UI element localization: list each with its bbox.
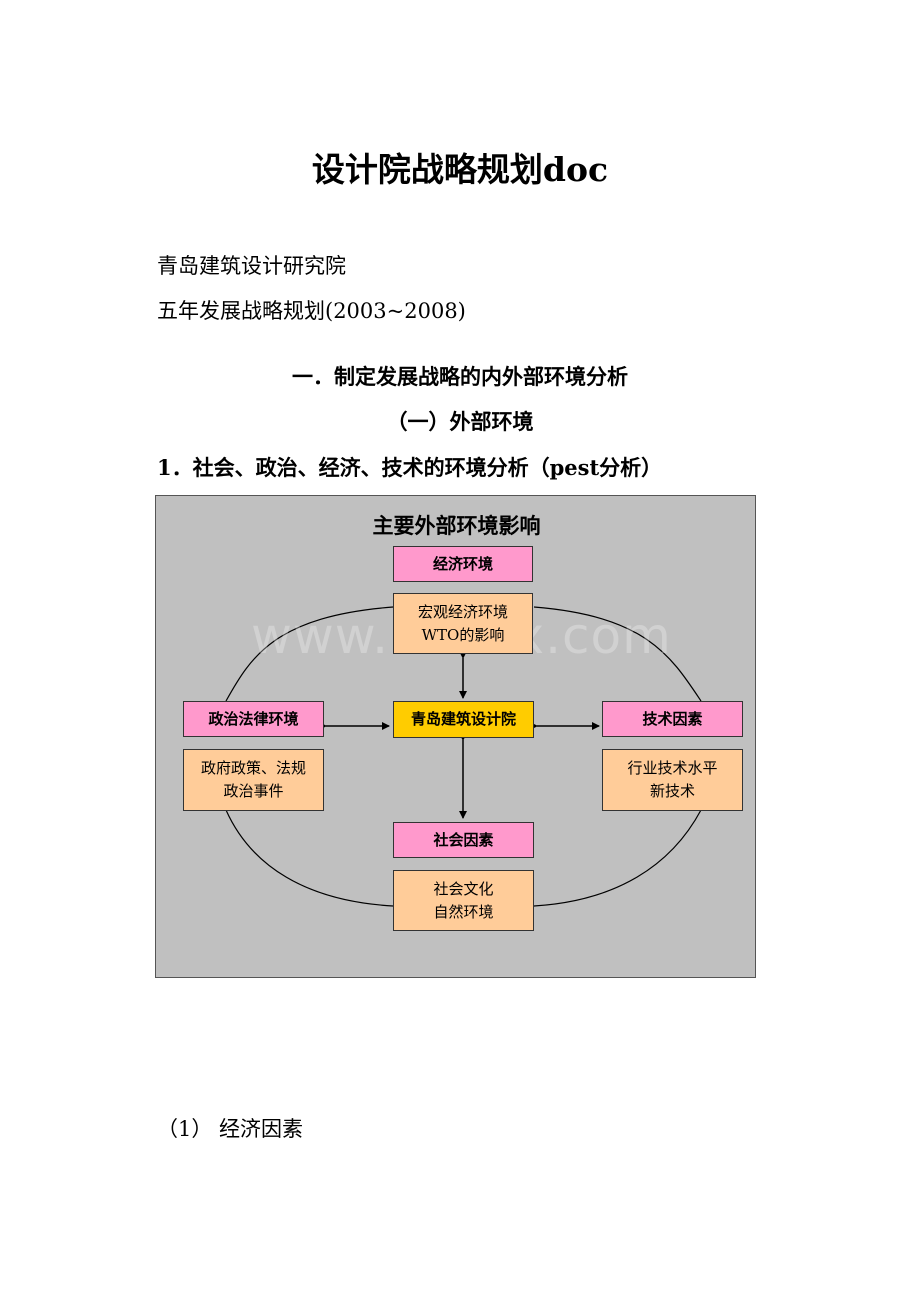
pest-heading: 1．社会、政治、经济、技术的环境分析（pest分析） bbox=[157, 455, 663, 480]
diagram-connectors bbox=[225, 606, 702, 907]
economy-box: 经济环境 bbox=[393, 546, 533, 582]
technology-detail-1: 行业技术水平 bbox=[627, 759, 718, 777]
organization-name: 青岛建筑设计研究院 bbox=[157, 254, 346, 278]
technology-label: 技术因素 bbox=[642, 709, 703, 728]
technology-detail-box: 行业技术水平 新技术 bbox=[602, 749, 743, 811]
economy-detail-1: 宏观经济环境 bbox=[417, 602, 508, 621]
society-detail-2: 自然环境 bbox=[433, 902, 494, 921]
society-detail-box: 社会文化 自然环境 bbox=[393, 870, 534, 931]
economy-detail-box: 宏观经济环境 WTO的影响 bbox=[393, 593, 533, 654]
politics-detail-1: 政府政策、法规 bbox=[200, 759, 306, 777]
politics-detail-2: 政治事件 bbox=[223, 782, 284, 800]
politics-detail-box: 政府政策、法规 政治事件 bbox=[183, 749, 324, 811]
economy-label: 经济环境 bbox=[432, 554, 493, 573]
society-box: 社会因素 bbox=[393, 822, 534, 858]
society-detail-1: 社会文化 bbox=[433, 879, 494, 898]
politics-label: 政治法律环境 bbox=[208, 709, 299, 728]
technology-detail-2: 新技术 bbox=[649, 782, 695, 800]
economic-factor-item: （1） 经济因素 bbox=[157, 1117, 304, 1141]
subsection-heading: （一）外部环境 bbox=[386, 409, 534, 434]
section-heading: 一．制定发展战略的内外部环境分析 bbox=[292, 364, 628, 389]
politics-box: 政治法律环境 bbox=[183, 701, 324, 737]
technology-box: 技术因素 bbox=[602, 701, 743, 737]
diagram-title: 主要外部环境影响 bbox=[372, 514, 541, 538]
society-label: 社会因素 bbox=[433, 830, 494, 849]
center-label: 青岛建筑设计院 bbox=[410, 710, 516, 728]
economy-detail-2: WTO的影响 bbox=[421, 625, 505, 644]
pest-diagram: www.bdocx.com 主要外部环境影响 经济环境 宏观经济环境 WTO的影… bbox=[155, 495, 756, 978]
plan-title: 五年发展战略规划(2003~2008) bbox=[157, 299, 466, 323]
document-title: 设计院战略规划doc bbox=[311, 150, 609, 189]
center-box: 青岛建筑设计院 bbox=[393, 701, 534, 738]
